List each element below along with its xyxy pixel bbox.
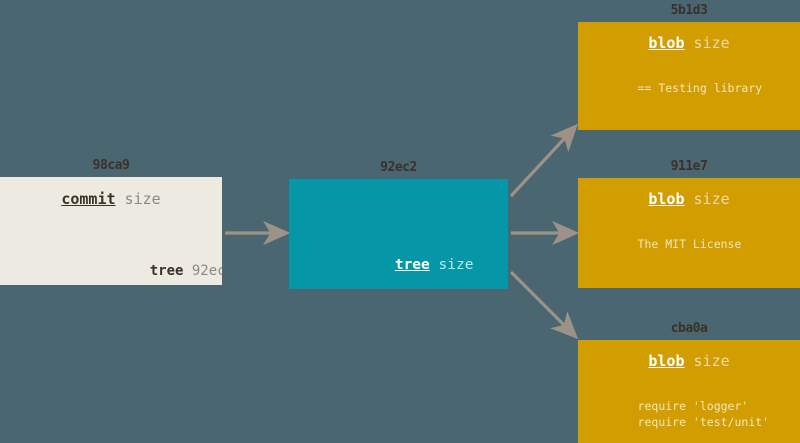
blob-node-header: blob size	[578, 191, 800, 208]
blob-node-911e7[interactable]: blob size The MIT License Copyright (c) …	[578, 178, 800, 288]
blob-content-line: require 'test/unit'	[637, 414, 770, 429]
blob-hash-label-cba0a: cba0a	[670, 321, 708, 336]
blob-content-line: require 'logger'	[637, 399, 749, 414]
commit-field-list: tree 92ec2 author Scott committer Scott	[0, 212, 222, 286]
blob-hash-label-911e7: 911e7	[670, 159, 708, 174]
blob-size-label: size	[693, 34, 730, 52]
blob-node-header: blob size	[578, 353, 800, 370]
blob-size-label: size	[693, 190, 730, 208]
blob-node-header: blob size	[578, 35, 800, 52]
tree-size-label: size	[438, 256, 474, 273]
commit-node-header: commit size	[0, 191, 222, 208]
blob-content-gap	[596, 112, 800, 123]
blob-content: == Testing library This library is used …	[578, 66, 800, 131]
blob-content: The MIT License Copyright (c) 2008 Scott…	[578, 222, 800, 289]
blob-content-line: == Testing library	[637, 81, 763, 96]
tree-kind-label: tree	[394, 256, 430, 273]
blob-node-cba0a[interactable]: blob size require 'logger' require 'test…	[578, 340, 800, 443]
blob-node-5b1d3[interactable]: blob size == Testing library This librar…	[578, 22, 800, 130]
tree-node-header: tree size	[325, 237, 508, 289]
commit-field-value: 92ec2	[191, 262, 222, 279]
blob-kind-label: blob	[648, 352, 685, 370]
edge-tree-to-blob-5b1d3	[509, 123, 579, 198]
blob-kind-label: blob	[648, 34, 685, 52]
tree-entry-list: tree size blob 5b1d3 README blob 911e7 L…	[289, 198, 508, 289]
commit-kind-label: commit	[61, 190, 116, 208]
blob-hash-label-5b1d3: 5b1d3	[670, 3, 708, 18]
commit-size-label: size	[124, 190, 161, 208]
blob-size-label: size	[693, 352, 730, 370]
commit-field-row: tree 92ec2	[32, 246, 222, 285]
commit-field-key: tree	[149, 262, 184, 279]
edge-tree-to-blob-cba0a	[509, 270, 579, 340]
blob-kind-label: blob	[648, 190, 685, 208]
tree-hash-label: 92ec2	[380, 160, 417, 175]
blob-content: require 'logger' require 'test/unit' cla…	[578, 384, 800, 443]
blob-content-gap	[596, 268, 800, 279]
blob-content-line: The MIT License	[637, 237, 742, 252]
commit-hash-label: 98ca9	[92, 158, 130, 173]
tree-node-92ec2[interactable]: tree size blob 5b1d3 README blob 911e7 L…	[289, 179, 508, 289]
commit-node-98ca9[interactable]: commit size tree 92ec2 author Scott comm…	[0, 177, 222, 285]
